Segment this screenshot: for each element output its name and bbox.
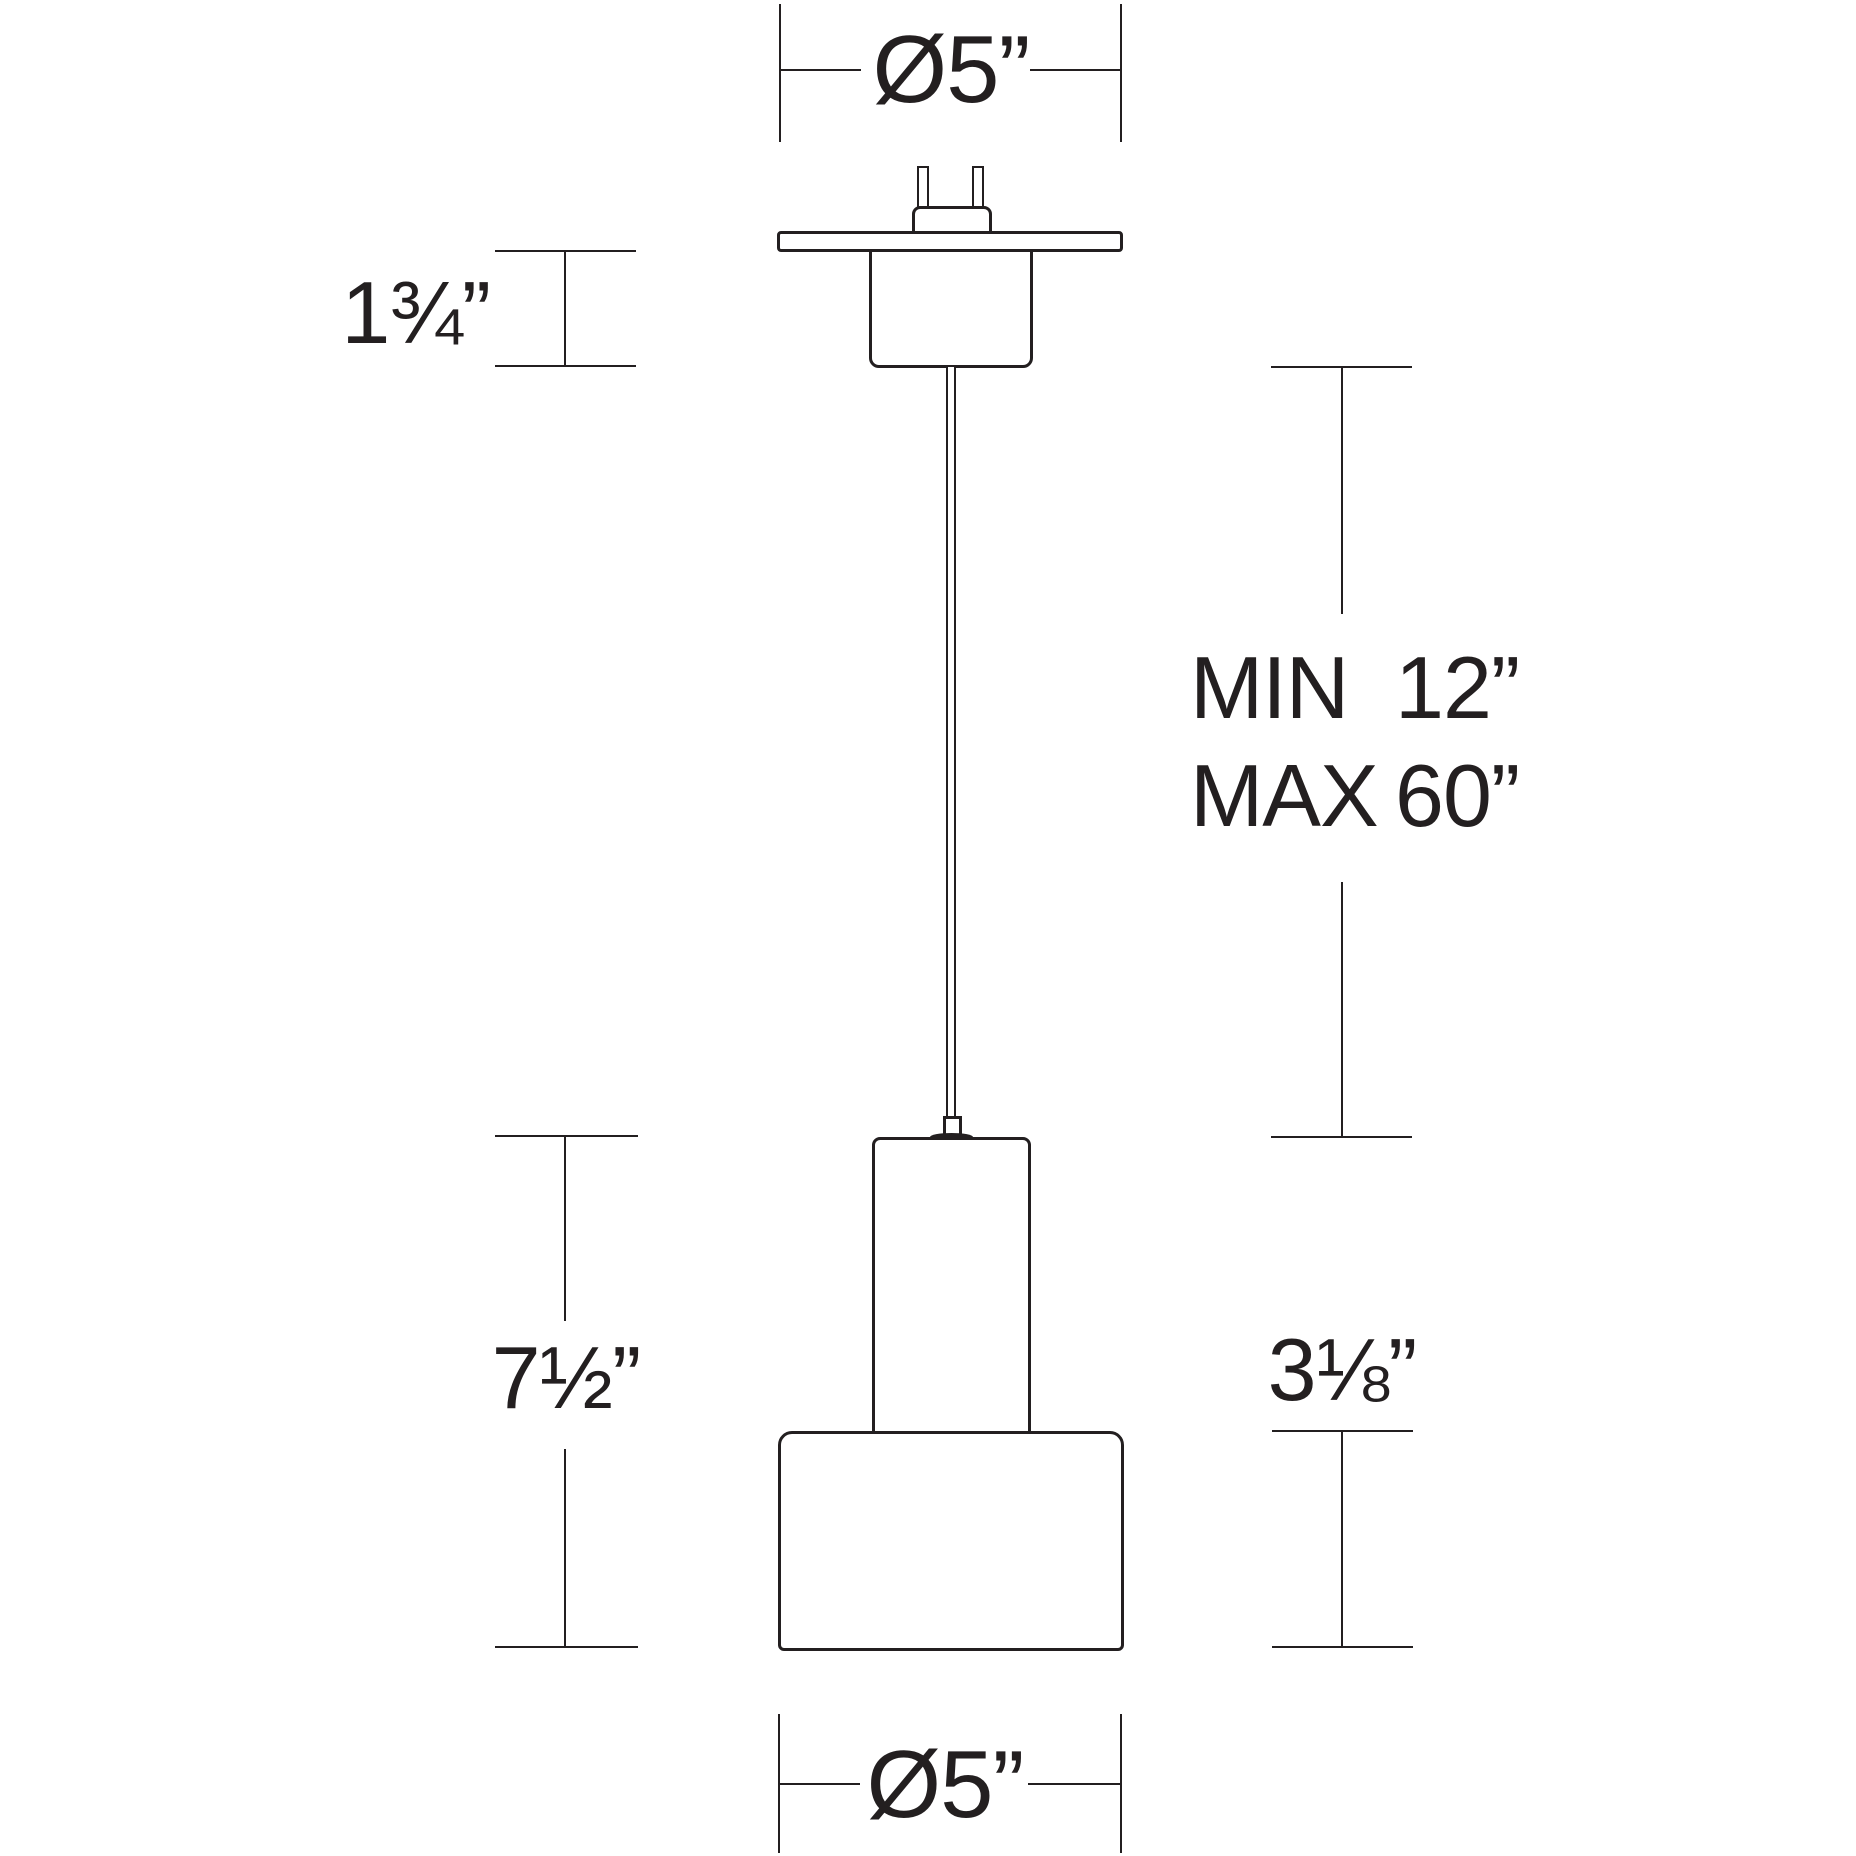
dim-fixture-tick-top: [495, 1135, 638, 1137]
dim-label-canopy-diameter: Ø5”: [872, 16, 1030, 123]
canopy-stem-cylinder: [869, 249, 1033, 368]
dim-shade-vline: [1341, 1430, 1343, 1648]
dim-shade-tick-bottom: [1272, 1646, 1413, 1648]
suspension-min-row: MIN 12”: [1190, 634, 1520, 742]
suspension-min-value: 12”: [1395, 638, 1520, 737]
dim-fixture-vline-upper: [564, 1135, 566, 1321]
pendant-body-cylinder: [872, 1137, 1031, 1437]
dim-fixture-vline-lower: [564, 1449, 566, 1648]
dim-suspension-vline-upper: [1341, 366, 1343, 614]
canopy-plate: [777, 231, 1123, 252]
dim-label-shade-diameter: Ø5”: [866, 1731, 1024, 1838]
canopy-connector-block: [912, 206, 992, 234]
dim-top-line-right: [1030, 69, 1122, 71]
dim-top-ext-left: [779, 4, 781, 142]
dim-stem-vline: [564, 250, 566, 367]
dim-suspension-vline-lower: [1341, 882, 1343, 1138]
dim-top-ext-right: [1120, 4, 1122, 142]
pendant-shade: [778, 1431, 1124, 1651]
dim-top-line-left: [779, 69, 861, 71]
suspension-max-value: 60”: [1395, 746, 1520, 845]
mounting-prong-left: [917, 166, 929, 209]
mounting-prong-right: [972, 166, 984, 209]
dim-label-fixture-height: 7½”: [491, 1327, 642, 1427]
dim-suspension-tick-bottom: [1271, 1136, 1412, 1138]
suspension-min-label: MIN: [1190, 638, 1349, 737]
dim-fixture-tick-bottom: [495, 1646, 638, 1648]
dim-label-shade-height: 3⅛”: [1267, 1319, 1418, 1419]
dim-stem-tick-bottom: [495, 365, 636, 367]
dim-label-canopy-stem-height: 1¾”: [341, 262, 491, 362]
suspension-max-label: MAX: [1190, 746, 1379, 845]
dim-bottom-line-right: [1028, 1783, 1122, 1785]
dim-bottom-line-left: [778, 1783, 860, 1785]
suspension-cord: [946, 367, 956, 1116]
